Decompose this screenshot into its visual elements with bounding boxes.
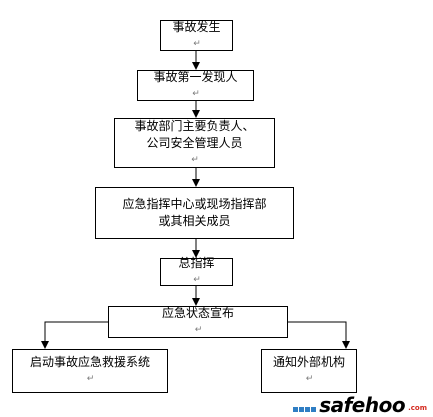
watermark-logo: safehoo .com [293,395,427,415]
node-command-center: 应急指挥中心或现场指挥部 或其相关成员 [95,187,294,239]
node-label: 总指挥↵ [178,256,215,285]
node-label: 事故发生↵ [172,19,221,49]
node-emergency-declared: 应急状态宣布↵ [108,306,288,338]
node-department-head: 事故部门主要负责人、 公司安全管理人员↵ [114,118,275,168]
node-label: 启动事故应急救援系统↵ [29,355,150,384]
node-label: 通知外部机构↵ [272,355,345,384]
node-first-discoverer: 事故第一发现人↵ [137,70,254,101]
watermark-squares [293,407,317,412]
node-label: 应急状态宣布↵ [161,306,234,335]
node-notify-external: 通知外部机构↵ [261,349,357,393]
node-label-line-1: 事故部门主要负责人、 [134,118,255,133]
node-accident-occurs: 事故发生↵ [160,20,233,51]
node-label: 事故第一发现人↵ [153,69,238,99]
node-commander-in-chief: 总指挥↵ [160,256,233,286]
watermark-brand: safehoo [319,393,406,417]
watermark-domain: .com [408,404,427,412]
arrow-6-8 [288,321,350,349]
node-label-line-2: 公司安全管理人员↵ [146,135,243,165]
node-label-line-1: 应急指挥中心或现场指挥部 [122,197,267,211]
arrow-6-7 [41,321,108,349]
node-label-line-2: 或其相关成员 [158,214,231,228]
node-rescue-system: 启动事故应急救援系统↵ [12,349,168,393]
